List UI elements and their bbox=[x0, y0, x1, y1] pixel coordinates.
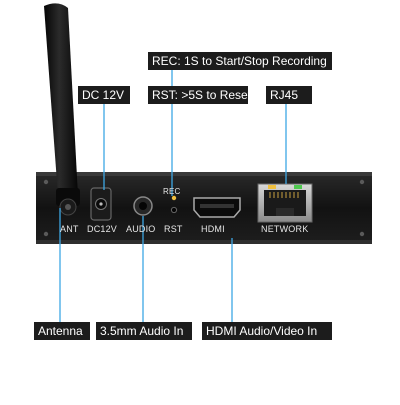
activity-led-icon bbox=[294, 185, 302, 189]
rj45-port bbox=[257, 183, 313, 223]
port-label-rst: RST bbox=[164, 224, 183, 234]
audio-jack bbox=[133, 196, 153, 216]
link-led-icon bbox=[268, 185, 276, 189]
reset-hole-icon bbox=[170, 206, 178, 214]
port-label-hdmi: HDMI bbox=[201, 224, 225, 234]
callout-antenna: Antenna bbox=[34, 322, 90, 340]
callout-audio: 3.5mm Audio In bbox=[96, 322, 192, 340]
dc-jack bbox=[90, 187, 112, 221]
callout-rj45: RJ45 bbox=[266, 86, 312, 104]
hdmi-port bbox=[193, 197, 241, 218]
port-label-ant: ANT bbox=[60, 224, 79, 234]
rec-led-icon bbox=[171, 195, 177, 201]
callout-hdmi: HDMI Audio/Video In bbox=[202, 322, 332, 340]
screw-icon bbox=[359, 231, 365, 237]
screw-icon bbox=[43, 179, 49, 185]
callout-rst: RST: >5S to Reset bbox=[148, 86, 251, 104]
port-label-audio: AUDIO bbox=[126, 224, 156, 234]
port-label-dc: DC12V bbox=[87, 224, 118, 234]
screw-icon bbox=[43, 231, 49, 237]
port-label-rec: REC bbox=[163, 187, 181, 196]
antenna bbox=[44, 3, 80, 216]
screw-icon bbox=[359, 179, 365, 185]
callout-dc: DC 12V bbox=[78, 86, 130, 104]
port-label-network: NETWORK bbox=[261, 224, 309, 234]
callout-rec: REC: 1S to Start/Stop Recording bbox=[148, 52, 332, 70]
